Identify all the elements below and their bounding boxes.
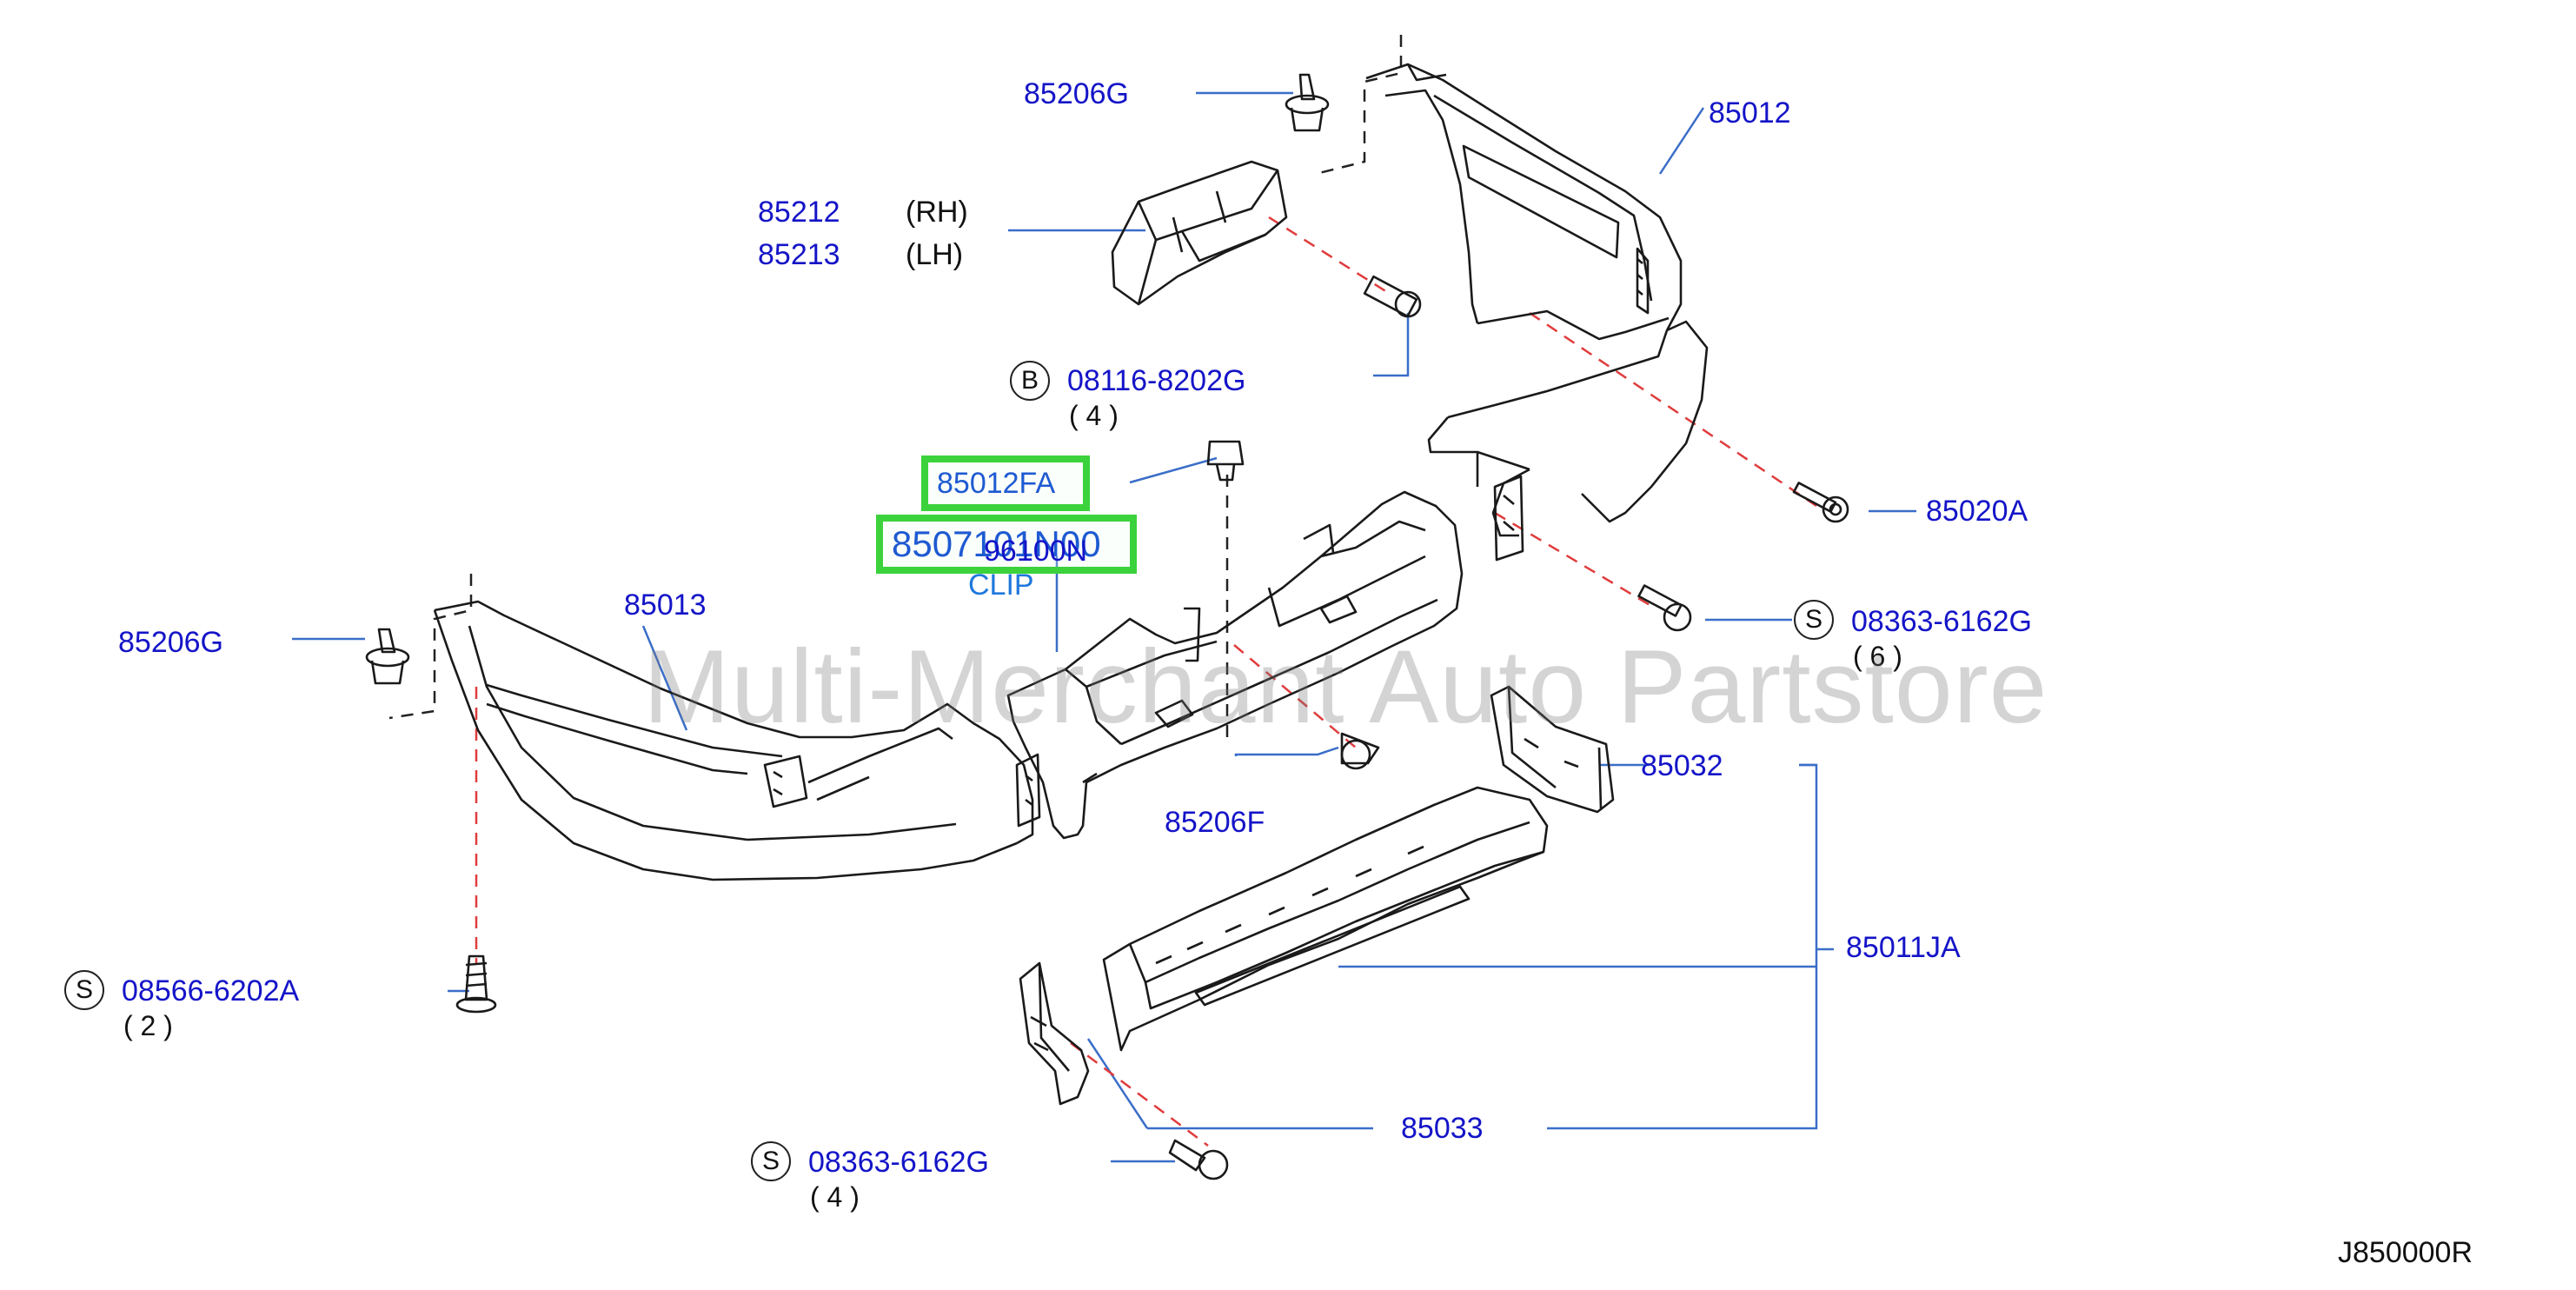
part-label-85212[interactable]: 85212 [758,196,840,229]
bracket-85012-shape [1365,63,1709,562]
clip-85206G-left-shape [365,628,410,685]
part-label-08363-6162G-bottom[interactable]: 08363-6162G [808,1146,989,1179]
part-label-85033[interactable]: 85033 [1401,1112,1484,1145]
part-label-85020A[interactable]: 85020A [1926,495,2028,528]
highlight-85012FA[interactable]: 85012FA [921,455,1090,511]
part-label-85206F[interactable]: 85206F [1165,806,1265,839]
bolt-85020A-shape [1792,482,1849,523]
part-label-85013[interactable]: 85013 [624,588,707,622]
reinforcement-8507101N00-shape [1006,490,1464,840]
part-label-85012FA: 85012FA [937,467,1056,500]
qty-label-08363-right: ( 6 ) [1853,641,1902,672]
part-label-85206G-top[interactable]: 85206G [1024,77,1129,110]
screw-08363-bottom-shape [1168,1139,1229,1180]
part-label-08116-8202G[interactable]: 08116-8202G [1067,364,1246,397]
diagram-reference-code: J850000R [2338,1236,2473,1269]
bracket-85033-shape [1019,961,1090,1106]
highlight-8507101N00[interactable]: 8507101N00 [876,515,1137,574]
part-label-08363-6162G-right[interactable]: 08363-6162G [1851,605,2032,638]
badge-b-08116: B [1010,361,1050,401]
leader-lines [292,91,1916,1163]
part-label-96100N[interactable]: 96100N [984,535,1088,568]
qty-label-08566: ( 2 ) [123,1010,173,1041]
watermark-text: Multi-Merchant Auto Partstore [643,628,2048,745]
badge-s-08363-bottom: S [751,1141,791,1181]
part-label-08566-6202A[interactable]: 08566-6202A [122,974,300,1007]
bolt-08363-right-shape [1637,584,1692,632]
bracket-85212-shape [1111,160,1288,306]
bracket-dashes [388,35,1403,737]
part-outlines [365,63,1849,1180]
clip-label: CLIP [968,569,1034,602]
badge-s-08566: S [64,970,104,1010]
part-label-85012[interactable]: 85012 [1709,96,1791,130]
part-label-85032[interactable]: 85032 [1641,749,1723,782]
clip-85206G-top-shape [1285,73,1330,132]
bolt-08116-shape [1363,275,1422,318]
qty-label-08363-bottom: ( 4 ) [810,1181,860,1213]
part-label-8507101N00: 8507101N00 [892,523,1101,564]
bumper-85013-shape [433,600,1041,881]
clip-85206F-shape [1340,732,1380,770]
part-label-85213[interactable]: 85213 [758,238,840,271]
part-label-85206G-left[interactable]: 85206G [118,626,223,659]
qty-label-08116: ( 4 ) [1069,400,1119,431]
clip-85012FA-shape [1206,440,1245,482]
badge-s-08363-right: S [1794,600,1834,640]
side-label-rh: (RH) [906,196,968,229]
bracket-85032-shape [1490,685,1615,814]
part-label-85011JA[interactable]: 85011JA [1846,931,1961,964]
reinforcement-85011JA-shape [1102,786,1549,1052]
side-label-lh: (LH) [906,238,964,271]
screw-08566-shape [455,954,497,1014]
